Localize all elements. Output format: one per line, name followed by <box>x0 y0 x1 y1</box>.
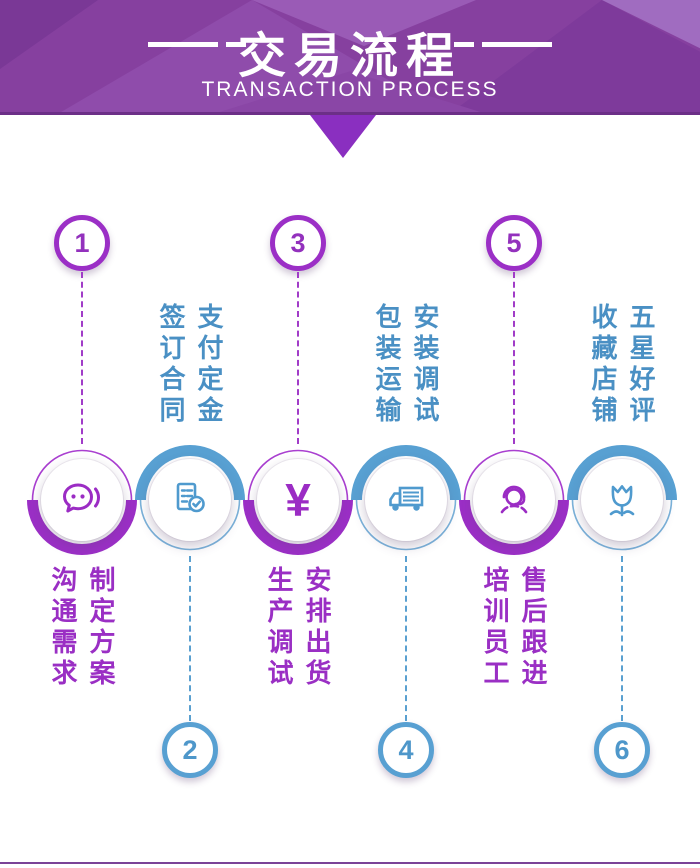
step-label-1: 制定方案 沟通需求 <box>48 566 116 690</box>
medallion-inner: ¥ <box>257 459 339 541</box>
flower-icon <box>609 485 635 517</box>
banner-bottom-edge <box>0 112 700 115</box>
step-number-2: 2 <box>162 722 218 778</box>
title-dash-right-short <box>454 42 474 47</box>
step-number-4: 4 <box>378 722 434 778</box>
step-number-6: 6 <box>594 722 650 778</box>
banner: 交易流程 TRANSACTION PROCESS <box>0 0 700 115</box>
delivery-truck-icon <box>389 486 424 511</box>
banner-pointer-triangle <box>310 115 376 158</box>
medallion-inner <box>41 459 123 541</box>
title-dash-left-short <box>226 42 246 47</box>
connector-step-2 <box>189 556 191 721</box>
medallion-step-1 <box>27 445 137 555</box>
contract-check-icon <box>176 482 205 513</box>
page-subtitle: TRANSACTION PROCESS <box>201 78 499 101</box>
step-label-2: 支付定金 签订合同 <box>156 303 224 427</box>
step-number-3-text: 3 <box>290 227 306 258</box>
chat-bubble-icon <box>63 483 100 513</box>
customer-service-icon <box>500 485 528 514</box>
medallion-inner <box>581 459 663 541</box>
connector-step-6 <box>621 556 623 721</box>
title-dash-left-long <box>148 42 218 47</box>
connector-step-5 <box>513 272 515 444</box>
connector-step-3 <box>297 272 299 444</box>
bottom-divider-line <box>0 862 700 864</box>
step-label-5: 售后跟进 培训员工 <box>480 566 548 690</box>
step-number-4-text: 4 <box>398 734 414 765</box>
step-label-6: 五星好评 收藏店铺 <box>588 303 656 427</box>
medallion-step-5 <box>459 445 569 555</box>
step-number-1-text: 1 <box>74 227 90 258</box>
medallion-inner <box>149 459 231 541</box>
medallion-step-3: ¥ <box>243 445 353 555</box>
step-number-5: 5 <box>486 215 542 271</box>
medallion-step-4 <box>351 445 461 555</box>
step-number-5-text: 5 <box>506 227 522 258</box>
medallion-step-6 <box>567 445 677 555</box>
yuan-currency-icon: ¥ <box>285 474 311 526</box>
medallion-inner <box>473 459 555 541</box>
connector-step-4 <box>405 556 407 721</box>
step-number-3: 3 <box>270 215 326 271</box>
medallion-step-2 <box>135 445 245 555</box>
medallion-inner <box>365 459 447 541</box>
step-number-1: 1 <box>54 215 110 271</box>
page-title: 交易流程 <box>237 30 462 83</box>
step-label-4: 安装调试 包装运输 <box>372 303 440 427</box>
connector-step-1 <box>81 272 83 444</box>
step-number-6-text: 6 <box>614 734 630 765</box>
step-number-2-text: 2 <box>182 734 198 765</box>
step-label-3: 安排出货 生产调试 <box>264 566 332 690</box>
title-dash-right-long <box>482 42 552 47</box>
